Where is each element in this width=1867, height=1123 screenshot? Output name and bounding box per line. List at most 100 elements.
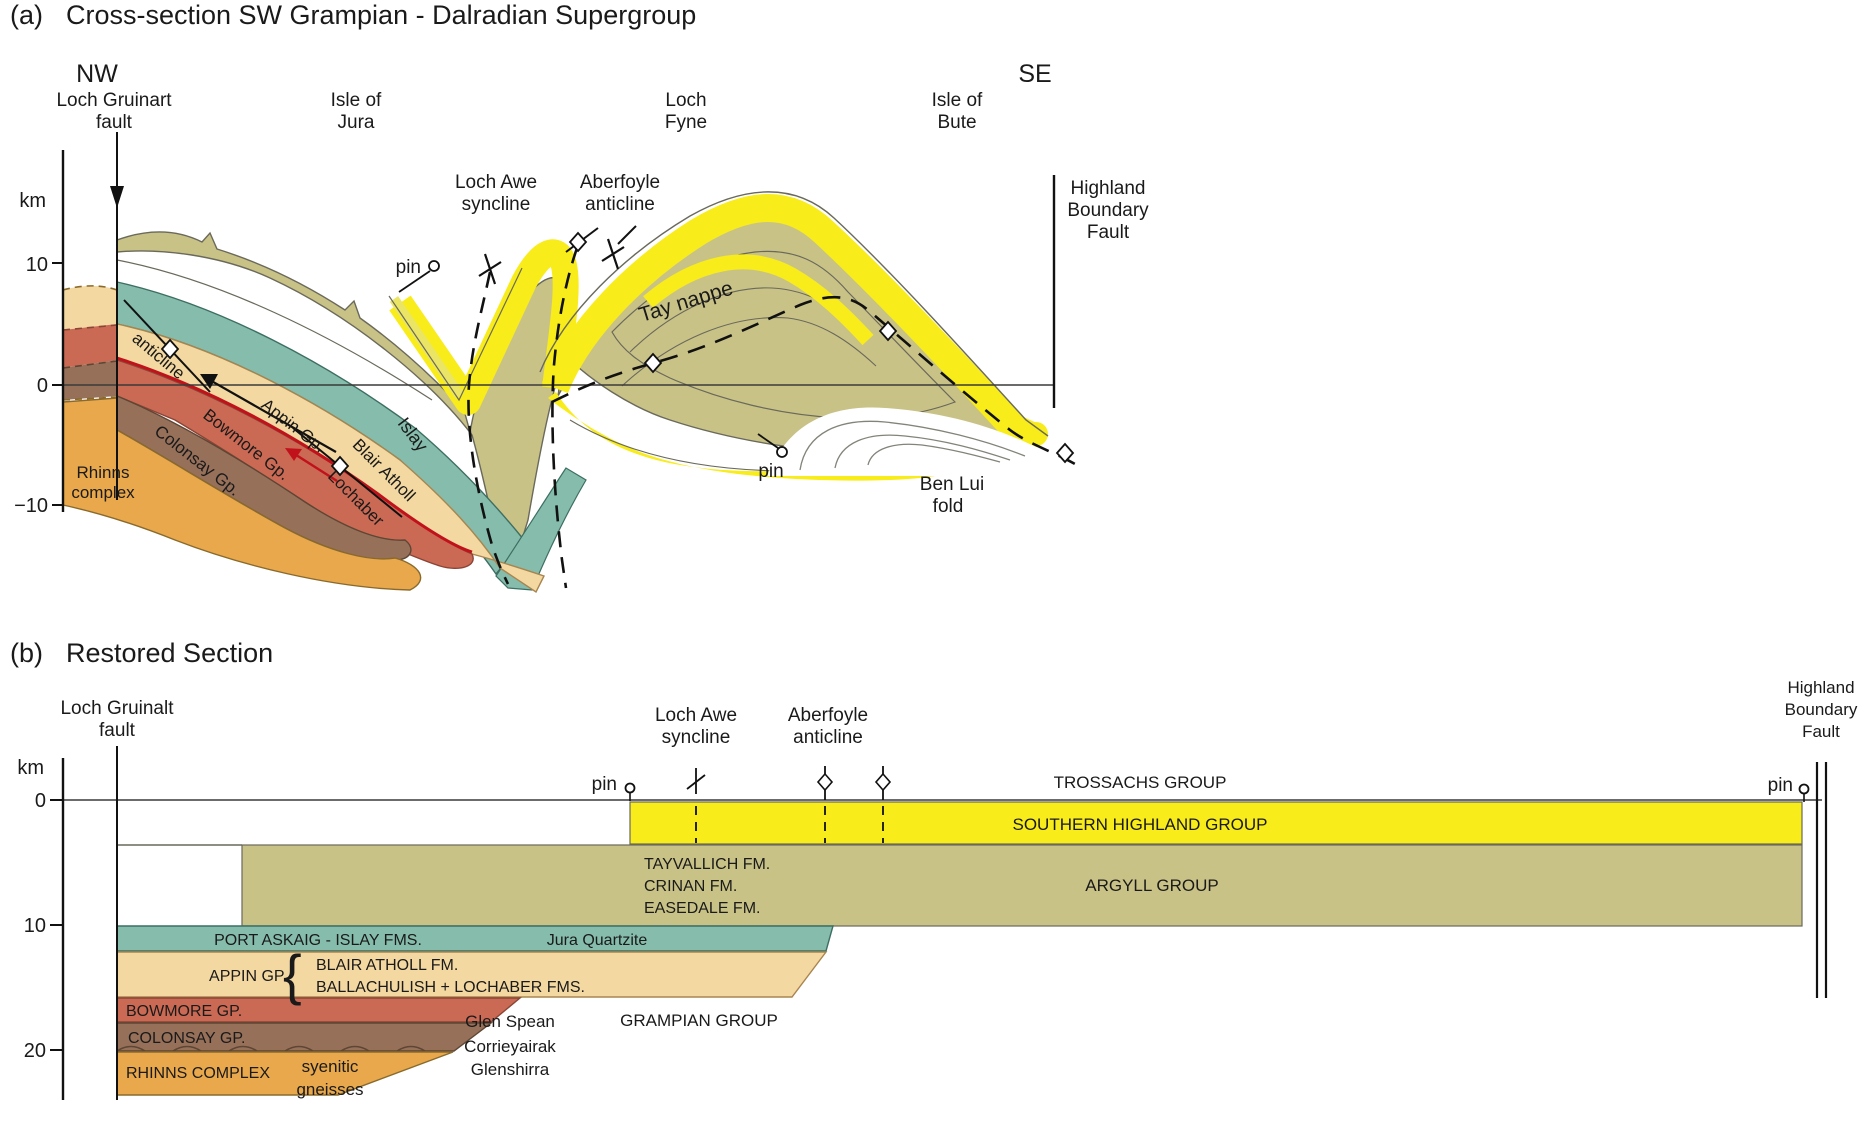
pin-nw-circle: [428, 260, 440, 272]
tan-sliver-west: [63, 285, 117, 330]
dashed-boundary-1: [62, 285, 118, 291]
shg-yellow-limb-syncline-anticline: [389, 239, 579, 415]
hbf-label-a-3: Fault: [1087, 222, 1130, 243]
blair-atholl-axis-line: [292, 427, 403, 518]
pin-se-circle: [776, 446, 788, 458]
syenitic-label-2: gneisses: [296, 1080, 363, 1099]
appin-transport-arrow-shaft: [207, 378, 337, 453]
aberfoyle-label-2: anticline: [585, 194, 655, 215]
anticline-diamond-b1: [816, 772, 834, 792]
colonsay-gp-label-b: COLONSAY GP.: [128, 1030, 245, 1047]
tick-label-0-a: 0: [37, 375, 48, 397]
panel-b-tag: (b): [10, 638, 43, 668]
appin-gp-label-b: APPIN GP.: [209, 968, 287, 985]
blair-atholl-label-b: BLAIR ATHOLL FM.: [316, 957, 458, 974]
easedale-label: EASEDALE FM.: [644, 900, 760, 917]
panel-a-title: Cross-section SW Grampian - Dalradian Su…: [66, 0, 696, 30]
brown-sliver-west: [63, 360, 117, 400]
glenshirra-label: Glenshirra: [471, 1060, 550, 1079]
loch-awe-label-2: syncline: [462, 194, 531, 215]
isle-bute-label-1: Isle of: [932, 90, 983, 111]
pin-nw-leader: [398, 270, 431, 293]
nappe-outer-outline: [539, 191, 1049, 437]
teal-keel-wedge-a: [495, 467, 587, 591]
fold-line-left-stack: [116, 259, 433, 401]
grampian-group-label: GRAMPIAN GROUP: [620, 1011, 778, 1030]
hbf-label-b-1: Highland: [1787, 678, 1854, 697]
shg-yellow-dome-band: [541, 194, 1046, 453]
pin-b-left-circle: [624, 782, 636, 794]
ben-lui-fold-line-1: [799, 420, 1026, 471]
ben-lui-label-1: Ben Lui: [920, 474, 984, 495]
aberfoyle-label-1: Aberfoyle: [580, 172, 660, 193]
diamond-tay-1: [643, 352, 663, 374]
isle-jura-label-1: Isle of: [331, 90, 382, 111]
tick-label-0-b: 0: [35, 790, 46, 812]
panel-b-title: Restored Section: [66, 638, 273, 668]
shg-yellow-nose-tip: [1024, 422, 1048, 446]
shg-yellow-pale-strip: [389, 296, 465, 399]
argyll-group-label: ARGYLL GROUP: [1085, 876, 1219, 895]
dashed-boundary-3: [62, 360, 118, 369]
rhinns-complex-a: [62, 397, 422, 591]
red-transport-arrow-shaft: [292, 451, 338, 483]
port-askaig-label: PORT ASKAIG - ISLAY FMS.: [214, 932, 422, 949]
aberfoyle-label-b2: anticline: [793, 727, 863, 748]
ben-lui-fold-line-3: [867, 443, 1001, 466]
diamond-tay-2: [878, 320, 898, 342]
ben-lui-label-2: fold: [933, 496, 964, 517]
jura-quartzite-label: Jura Quartzite: [547, 932, 648, 949]
loch-awe-label-1: Loch Awe: [455, 172, 537, 193]
compass-se: SE: [1018, 60, 1051, 88]
panel-b: (b) Restored Section km 0 10 20 Loch Gru…: [10, 638, 1858, 1100]
fold-x-marker-1: [478, 253, 502, 285]
panel-a: (a) Cross-section SW Grampian - Dalradia…: [10, 0, 1149, 594]
hbf-label-a-2: Boundary: [1067, 200, 1149, 221]
hbf-label-b-2: Boundary: [1785, 700, 1858, 719]
panel-a-tag: (a): [10, 0, 43, 30]
tayvallich-label: TAYVALLICH FM.: [644, 856, 770, 873]
ben-lui-fold-line-2: [834, 434, 1011, 469]
km-label-b: km: [17, 757, 44, 779]
colonsay-wavy-unconformity: [116, 1045, 454, 1057]
aberfoyle-label-b1: Aberfoyle: [788, 705, 868, 726]
diamond-anticline: [160, 338, 180, 360]
rhinns-label-1: Rhinns: [77, 463, 130, 482]
appin-brace: {: [283, 943, 302, 1006]
pin-nw-label: pin: [396, 257, 421, 278]
hbf-label-b-3: Fault: [1802, 722, 1840, 741]
tay-nappe-olive-core: [611, 250, 957, 419]
isle-bute-label-2: Bute: [937, 112, 976, 133]
loch-fyne-label-1: Loch: [665, 90, 706, 111]
gruinart-fault-arrowhead: [110, 186, 124, 208]
fold-x-marker-2: [601, 238, 625, 270]
aberfoyle-anticline-axial-trace: [551, 247, 579, 589]
km-label-a: km: [19, 190, 46, 212]
pin-b-right-label: pin: [1768, 775, 1793, 796]
anticline-diamond-b2: [874, 772, 892, 792]
tick-label-10-b: 10: [24, 915, 46, 937]
loch-awe-label-b2: syncline: [662, 727, 731, 748]
corrieyairak-label: Corrieyairak: [464, 1037, 556, 1056]
rhinns-label-2: complex: [71, 483, 135, 502]
loch-gruinart-label-1: Loch Gruinart: [56, 90, 172, 111]
bowmore-gp-label-b: BOWMORE GP.: [126, 1003, 242, 1020]
x-marker-2-leader: [617, 225, 637, 245]
dashed-boundary-4: [62, 396, 118, 401]
appin-transport-arrow-head: [200, 374, 218, 389]
diamond-blair-atholl: [330, 455, 350, 477]
diamond-tay-3: [1055, 442, 1075, 464]
loch-gruinalt-label-1: Loch Gruinalt: [60, 698, 174, 719]
pin-se-leader: [757, 433, 779, 449]
salmon-sliver-west: [63, 324, 117, 368]
limb-outer-outline: [388, 267, 523, 402]
trossachs-group-label: TROSSACHS GROUP: [1054, 773, 1227, 792]
loch-gruinalt-label-2: fault: [99, 720, 136, 741]
southern-highland-group-label: SOUTHERN HIGHLAND GROUP: [1012, 815, 1267, 834]
ben-lui-white-window: [768, 407, 1052, 476]
hbf-label-a-1: Highland: [1071, 178, 1146, 199]
compass-nw: NW: [76, 60, 118, 88]
shg-yellow-inner-crest-band: [643, 254, 874, 346]
